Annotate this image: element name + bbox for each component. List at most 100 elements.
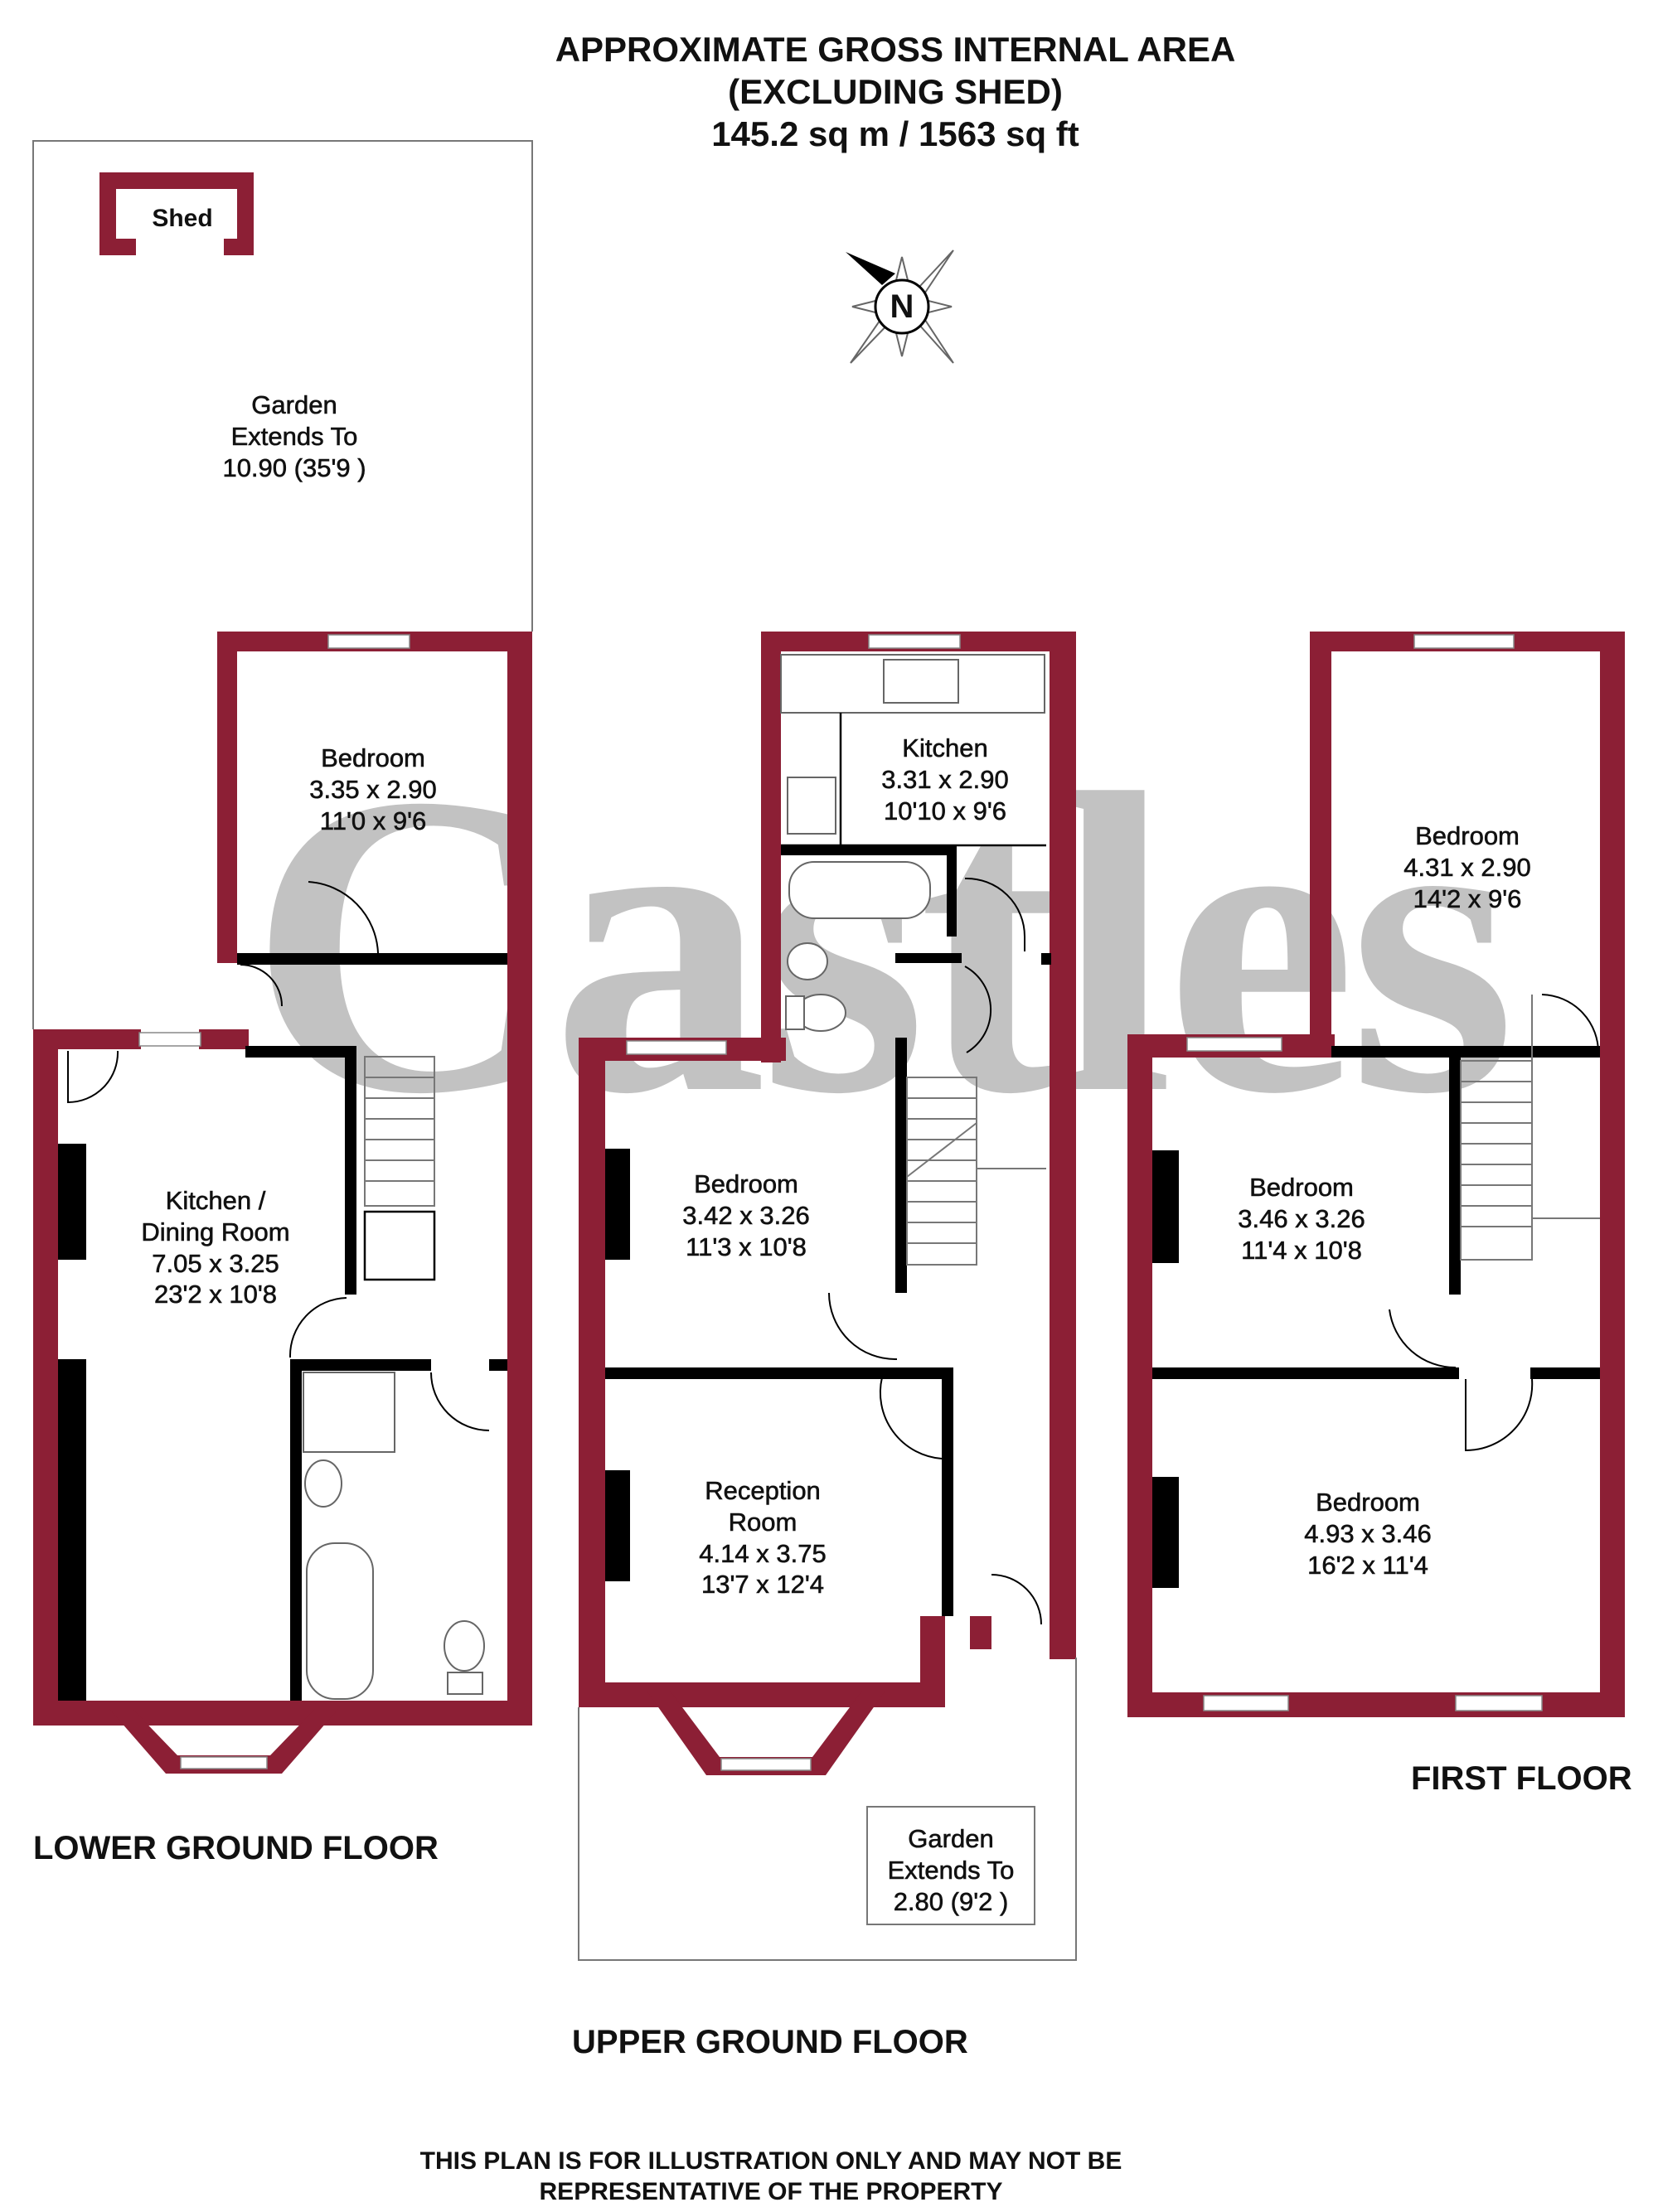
door-swing xyxy=(430,1372,490,1431)
compass-circle xyxy=(874,278,930,335)
room-size: 10.90 (35'9 ) xyxy=(222,453,366,482)
room-name: Garden xyxy=(908,1824,994,1854)
wall xyxy=(345,1046,356,1295)
basin xyxy=(304,1459,342,1508)
room-imperial: 11'3 x 10'8 xyxy=(686,1232,807,1261)
area-heading-line3: 145.2 sq m / 1563 sq ft xyxy=(711,114,1079,154)
wall xyxy=(290,1359,302,1701)
kitchen-dining-label: Kitchen / Dining Room 7.05 x 3.25 23'2 x… xyxy=(91,1185,340,1310)
first-rear-bedroom-label: Bedroom 4.31 x 2.90 14'2 x 9'6 xyxy=(1351,820,1583,914)
chimney-breast xyxy=(58,1144,86,1260)
toilet-cistern xyxy=(447,1672,483,1695)
room-metric: 3.35 x 2.90 xyxy=(309,774,437,805)
wall xyxy=(1127,1034,1152,1717)
staircase xyxy=(363,1056,436,1281)
window xyxy=(720,1758,812,1771)
area-heading-line1: APPROXIMATE GROSS INTERNAL AREA xyxy=(555,30,1236,69)
wall xyxy=(761,632,781,1062)
wall xyxy=(1310,632,1331,1054)
wall xyxy=(245,1046,353,1058)
garden-boundary xyxy=(578,1658,1077,1961)
window xyxy=(1413,634,1515,649)
lower-bedroom-label: Bedroom 3.35 x 2.90 11'0 x 9'6 xyxy=(249,743,497,836)
disclaimer-line2: REPRESENTATIVE OF THE PROPERTY xyxy=(539,2177,1003,2205)
door-swing xyxy=(964,966,992,1053)
wall xyxy=(489,1359,507,1371)
toilet xyxy=(444,1620,485,1672)
garden-boundary xyxy=(32,140,533,1029)
toilet-cistern xyxy=(785,995,805,1030)
room-metric: 7.05 x 3.25 xyxy=(152,1248,279,1278)
staircase xyxy=(1460,995,1600,1261)
wall xyxy=(33,1701,532,1726)
door-swing xyxy=(67,1050,119,1104)
door-swing xyxy=(991,1574,1042,1625)
room-imperial: 14'2 x 9'6 xyxy=(1413,883,1522,913)
bath xyxy=(788,861,931,919)
wall xyxy=(1331,1046,1600,1058)
bay-window xyxy=(647,1691,885,1775)
wall xyxy=(507,632,532,1726)
wall xyxy=(942,1367,953,1616)
staircase xyxy=(906,1077,1046,1266)
wall xyxy=(217,632,237,963)
wall xyxy=(970,1616,991,1649)
chimney-breast xyxy=(605,1149,630,1260)
wall xyxy=(781,845,957,855)
hob xyxy=(787,777,836,835)
room-name: Bedroom xyxy=(1249,1173,1354,1203)
compass-rose xyxy=(846,249,954,364)
chimney-breast xyxy=(1152,1477,1179,1588)
door-swing xyxy=(240,964,283,1007)
wall xyxy=(1152,1367,1459,1379)
wall xyxy=(579,1682,943,1707)
wall xyxy=(1530,1367,1600,1379)
shower-tray xyxy=(303,1372,395,1453)
wall xyxy=(895,953,962,963)
room-imperial: 13'7 x 12'4 xyxy=(701,1570,825,1600)
room-metric: 3.46 x 3.26 xyxy=(1238,1203,1365,1234)
room-name: Reception xyxy=(705,1476,821,1506)
garden-extent-box xyxy=(866,1806,1035,1925)
room-name: Bedroom xyxy=(321,743,425,773)
sink xyxy=(883,659,959,704)
first-front-bedroom-label: Bedroom 4.93 x 3.46 16'2 x 11'4 xyxy=(1252,1487,1484,1580)
room-metric: 4.93 x 3.46 xyxy=(1304,1518,1432,1549)
disclaimer: THIS PLAN IS FOR ILLUSTRATION ONLY AND M… xyxy=(398,2147,1144,2207)
door-swing xyxy=(828,1292,898,1361)
room-name: Kitchen xyxy=(902,733,988,763)
shed-label: Shed xyxy=(152,205,213,232)
door-swing xyxy=(1541,994,1600,1055)
disclaimer-line1: THIS PLAN IS FOR ILLUSTRATION ONLY AND M… xyxy=(419,2147,1122,2175)
basin xyxy=(787,942,828,980)
upper-ground-floor-plan xyxy=(578,632,1077,1961)
room-name-2: Room xyxy=(728,1507,797,1537)
upper-bedroom-label: Bedroom 3.42 x 3.26 11'3 x 10'8 xyxy=(630,1169,862,1262)
room-metric: 4.14 x 3.75 xyxy=(699,1538,827,1568)
wall xyxy=(33,1029,58,1726)
room-subtitle: Extends To xyxy=(230,421,358,452)
wall xyxy=(373,953,507,965)
chimney-breast xyxy=(58,1359,86,1701)
window xyxy=(180,1756,268,1769)
room-metric: 3.42 x 3.26 xyxy=(682,1200,810,1231)
upper-ground-floor-label: UPPER GROUND FLOOR xyxy=(572,2024,968,2060)
room-imperial: 16'2 x 11'4 xyxy=(1307,1550,1428,1580)
wall xyxy=(1127,1692,1625,1717)
window xyxy=(626,1040,727,1055)
room-subtitle: Extends To xyxy=(887,1855,1015,1885)
wall xyxy=(579,1038,605,1702)
window xyxy=(1455,1695,1543,1711)
wall xyxy=(1050,632,1076,1659)
first-floor-plan xyxy=(1127,632,1625,1717)
first-floor-label: FIRST FLOOR xyxy=(1411,1760,1632,1797)
upper-garden-label: Garden Extends To 2.80 (9'2 ) xyxy=(867,1823,1035,1917)
lower-ground-floor-label: LOWER GROUND FLOOR xyxy=(33,1830,439,1866)
room-name: Garden xyxy=(251,390,337,420)
compass-north-letter: N xyxy=(890,288,914,325)
chimney-breast xyxy=(1152,1150,1179,1263)
wall xyxy=(237,953,386,965)
wall xyxy=(199,1029,249,1049)
area-heading-line2: (EXCLUDING SHED) xyxy=(728,72,1063,112)
